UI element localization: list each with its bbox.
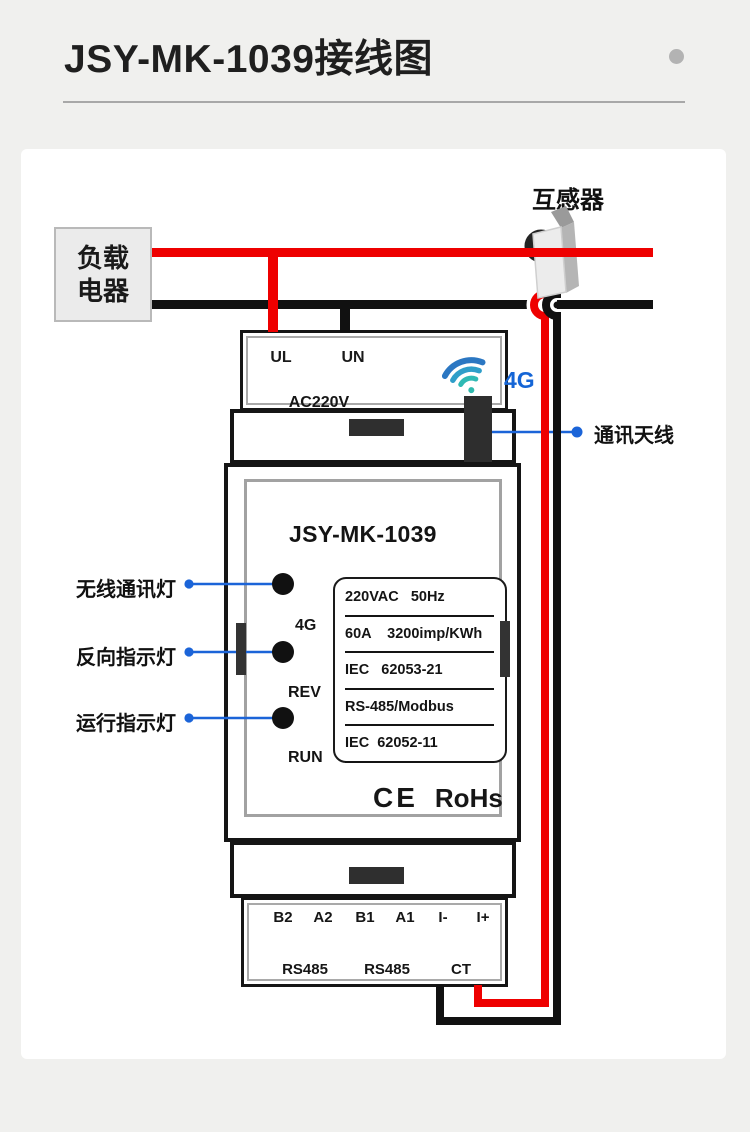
device-bottom-terminal-box: B2 A2 B1 A1 I- I+ RS485 (241, 897, 508, 987)
device-faceplate: JSY-MK-1039 4G REV RUN 220VAC 50Hz 60A 3… (244, 479, 507, 817)
device-bottom-inner-frame: B2 A2 B1 A1 I- I+ RS485 (247, 903, 502, 981)
hop-halo-red (526, 286, 546, 324)
terminal-i-plus-label: I+ (476, 909, 490, 926)
spec-plate: 220VAC 50Hz 60A 3200imp/KWh IEC 62053-21… (333, 577, 507, 763)
upper-step-slot (349, 419, 404, 436)
device-top-terminal-box: UL UN AC220V (240, 330, 508, 411)
diagram-panel: 负载 电器 互感器 通讯天线 无线通讯灯 反向指示灯 运行指示灯 UL UN A… (21, 149, 726, 1059)
terminal-un: UN (323, 349, 383, 367)
terminal-un-label: UN (341, 349, 365, 366)
antenna-label: 通讯天线 (594, 425, 674, 447)
group-rs485-b: RS485 (364, 961, 410, 978)
terminal-b2: B2 (263, 909, 303, 926)
page-title: JSY-MK-1039接线图 (64, 38, 433, 81)
device-upper-step (230, 409, 516, 464)
led-4g-label: 4G (295, 617, 317, 634)
hop-halo-black (538, 286, 558, 324)
transformer-label: 互感器 (532, 187, 604, 214)
load-label-line2: 电器 (76, 275, 129, 306)
run-led-label: 运行指示灯 (76, 713, 176, 735)
terminal-i-minus: I- (423, 909, 463, 926)
spec-row-iec1: IEC 62053-21 (345, 653, 494, 690)
rohs-mark: RoHs (434, 783, 503, 813)
device-model-label: JSY-MK-1039 (289, 521, 437, 547)
ce-mark: CE (373, 782, 418, 813)
led-rev-label: REV (288, 684, 321, 701)
certifications: CE RoHs (373, 782, 503, 814)
title-dot (669, 49, 684, 64)
spec-row-voltage: 220VAC 50Hz (345, 580, 494, 617)
device-top-inner-frame: UL UN AC220V (246, 336, 502, 411)
title-divider (63, 101, 685, 103)
spec-row-current: 60A 3200imp/KWh (345, 617, 494, 653)
terminal-ul: UL (251, 349, 311, 367)
terminal-a1: A1 (385, 909, 425, 926)
terminal-b1: B1 (345, 909, 385, 926)
wifi-4g-badge: 4G (504, 367, 535, 393)
terminal-b1-label: B1 (355, 909, 375, 926)
wireless-led-label: 无线通讯灯 (76, 579, 176, 601)
lower-step-slot (349, 867, 404, 884)
device-main-body: JSY-MK-1039 4G REV RUN 220VAC 50Hz 60A 3… (224, 463, 521, 842)
terminal-a1-label: A1 (395, 909, 415, 926)
ct-clamp-icon (524, 206, 579, 299)
led-run-label: RUN (288, 749, 323, 766)
terminal-i-plus: I+ (463, 909, 503, 926)
spec-row-rs485: RS-485/Modbus (345, 690, 494, 726)
terminal-i-minus-label: I- (438, 909, 448, 926)
spec-row-iec2: IEC 62052-11 (345, 726, 494, 763)
terminal-a2: A2 (303, 909, 343, 926)
reverse-led-label: 反向指示灯 (76, 647, 176, 669)
group-rs485-a: RS485 (282, 961, 328, 978)
terminal-a2-label: A2 (313, 909, 333, 926)
load-appliance-box: 负载 电器 (54, 227, 152, 322)
ac-voltage-label: AC220V (288, 394, 350, 411)
load-label-line1: 负载 (76, 243, 129, 273)
group-ct: CT (451, 961, 471, 978)
terminal-b2-label: B2 (273, 909, 293, 926)
terminal-ul-label: UL (270, 349, 292, 366)
device-lower-step (230, 841, 516, 898)
